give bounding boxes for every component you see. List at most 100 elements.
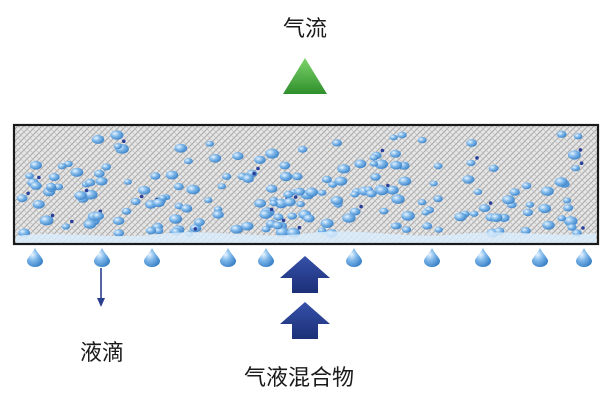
small-droplet-icon — [359, 204, 363, 209]
mesh-pad — [12, 123, 600, 246]
small-droplet-icon — [488, 201, 493, 205]
small-droplet-icon — [269, 207, 274, 212]
droplet-icon — [488, 164, 499, 172]
droplet-icon — [401, 211, 415, 221]
droplet-icon — [369, 160, 378, 167]
droplet-icon — [554, 177, 568, 187]
droplet-icon — [269, 200, 278, 207]
small-droplet-icon — [122, 139, 126, 143]
droplet-icon — [389, 134, 398, 141]
droplet-icon — [110, 130, 124, 140]
droplet-icon — [279, 171, 293, 182]
droplet-icon — [354, 159, 367, 169]
droplet-icon — [29, 160, 42, 170]
small-droplet-icon — [50, 213, 55, 218]
droplet-icon — [16, 194, 28, 203]
droplet-icon — [294, 187, 305, 196]
droplet-icon — [184, 158, 193, 165]
droplet-icon — [332, 139, 342, 147]
droplet-icon — [349, 207, 361, 216]
droplet-icon — [91, 134, 105, 144]
droplet-icon — [204, 197, 213, 204]
small-droplet-icon — [256, 166, 260, 171]
droplet-icon — [174, 143, 188, 153]
droplet-icon — [462, 175, 475, 184]
droplet-icon — [454, 212, 467, 222]
droplet-icon — [265, 148, 279, 159]
droplet-icon — [434, 226, 443, 233]
liquid-film — [16, 231, 596, 244]
droplet-icon — [303, 214, 315, 223]
droplet-icon — [391, 194, 405, 204]
small-droplet-icon — [386, 183, 390, 188]
droplet-icon — [273, 213, 284, 221]
droplet-icon — [567, 150, 581, 160]
gas-liquid-mixture-label: 气液混合物 — [244, 366, 355, 391]
droplet-icon — [272, 221, 283, 230]
droplet-icon — [433, 195, 443, 203]
droplet-icon — [84, 178, 96, 187]
droplet-icon — [279, 161, 291, 170]
captured-droplets — [16, 130, 585, 238]
droplet-icon — [287, 212, 298, 220]
droplet-icon — [266, 184, 278, 193]
droplet-icon — [490, 213, 503, 223]
droplet-icon — [330, 196, 344, 205]
small-droplet-icon — [581, 226, 585, 230]
droplet-icon — [521, 182, 532, 190]
droplet-icon — [389, 149, 401, 158]
droplet-icon — [18, 228, 30, 237]
droplet-icon — [93, 169, 105, 178]
droplet-icon — [61, 223, 70, 230]
droplet-icon — [259, 209, 272, 219]
droplet-icon — [138, 185, 151, 195]
droplet-icon — [422, 222, 433, 230]
droplet-icon — [421, 209, 430, 216]
droplet-icon — [379, 207, 389, 215]
small-droplet-icon — [139, 194, 144, 199]
falling-drop-icon — [424, 248, 440, 267]
liquid-drop-label: 液滴 — [80, 341, 125, 366]
droplet-icon — [130, 197, 141, 206]
falling-drop-icon — [475, 248, 491, 267]
droplet-icon — [275, 227, 290, 237]
small-droplet-icon — [252, 171, 256, 176]
droplet-icon — [320, 218, 334, 228]
droplet-icon — [337, 164, 351, 174]
drip-arrow-icon — [97, 268, 105, 307]
small-droplet-icon — [193, 227, 198, 231]
droplet-icon — [398, 176, 412, 186]
droplet-icon — [562, 197, 572, 204]
droplet-icon — [540, 186, 554, 196]
falling-drop-icon — [346, 248, 362, 267]
droplet-icon — [112, 216, 125, 225]
falling-drop-icon — [576, 248, 592, 267]
mixture-inflow-arrow-icon — [280, 256, 330, 339]
droplet-icon — [95, 176, 108, 186]
droplet-icon — [194, 218, 205, 227]
small-droplet-icon — [281, 218, 286, 223]
droplet-icon — [30, 181, 42, 190]
droplet-icon — [469, 210, 479, 217]
droplet-icon — [556, 130, 567, 138]
droplet-icon — [169, 214, 183, 224]
droplet-icon — [292, 172, 303, 181]
droplet-icon — [502, 195, 515, 205]
small-droplet-icon — [37, 175, 41, 180]
droplet-icon — [433, 162, 443, 170]
droplet-icon — [522, 208, 534, 217]
small-droplet-icon — [84, 188, 89, 193]
droplet-icon — [542, 220, 555, 230]
droplet-icon — [32, 199, 45, 209]
small-droplet-icon — [475, 156, 479, 160]
droplet-icon — [205, 140, 214, 147]
droplet-icon — [283, 190, 294, 199]
small-droplet-icon — [380, 148, 385, 153]
droplet-icon — [429, 180, 438, 187]
droplet-icon — [397, 131, 407, 139]
air-flow-label: 气流 — [283, 17, 328, 42]
droplet-icon — [113, 229, 125, 237]
droplet-icon — [370, 173, 381, 181]
droplet-icon — [509, 188, 520, 196]
